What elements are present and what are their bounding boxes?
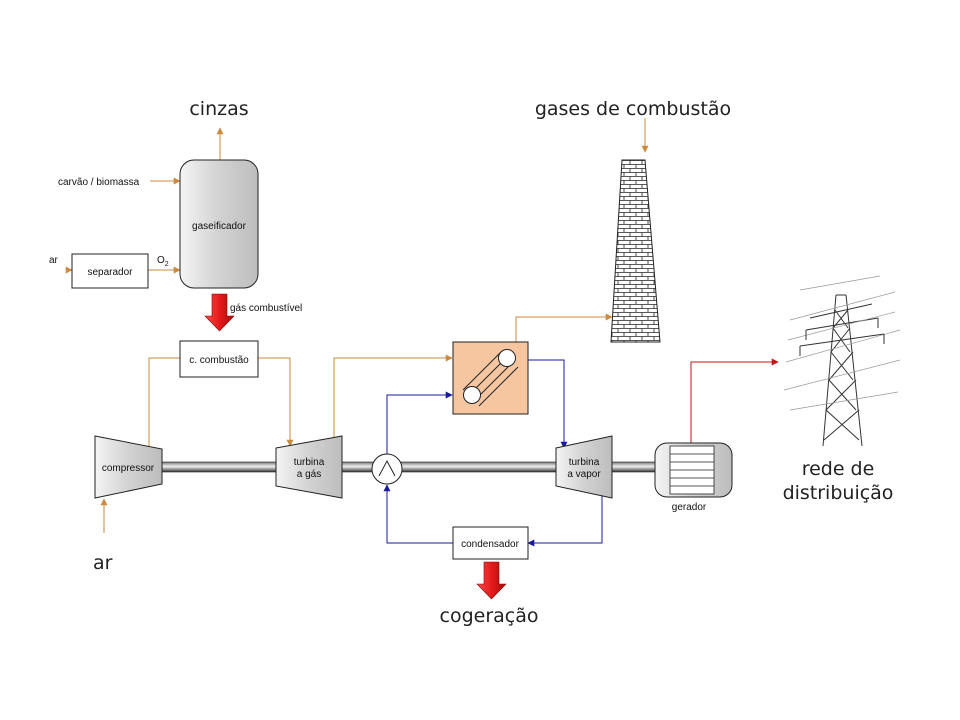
transmission-tower-icon [783,275,901,447]
grid-label-1: rede de [802,458,875,480]
combustor-box [179,340,259,378]
chimney [610,159,661,343]
gasifier-label: gaseificador [192,221,247,232]
fuel-gas-arrow [204,293,235,332]
gas-turbine [275,435,343,499]
water-steam-lines [383,359,603,547]
ash-label: cinzas [189,98,248,120]
steam-turbine-label-2: a vapor [567,469,601,480]
gasifier-vessel [179,159,259,289]
gas-turbine-label-2: a gás [297,469,321,480]
combustor-label: c. combustão [189,355,249,366]
steam-turbine-label-1: turbina [569,457,600,468]
shaft-left [161,461,279,473]
flue-gases-label: gases de combustão [535,98,731,120]
compressor-label: compressor [102,463,155,474]
generator [654,442,733,498]
fuel-input-label: carvão / biomassa [58,177,140,188]
separator-label: separador [87,267,133,278]
air-input-label-top: ar [49,255,59,266]
shaft-right [611,461,657,473]
oxygen-label: O2 [157,255,169,268]
generator-label: gerador [672,502,707,513]
cogeneration-label: cogeração [440,605,539,627]
grid-label-2: distribuição [783,482,894,504]
air-input-label-bottom: ar [93,552,113,574]
condenser-box [452,526,529,560]
separator-box [71,253,149,289]
fuel-gas-label: gás combustível [230,303,302,314]
pump [371,453,403,485]
compressor [94,435,163,499]
heat-recovery-steam-generator [452,341,529,415]
gas-turbine-label-1: turbina [294,457,325,468]
gas-flow-lines [65,127,613,533]
power-output-line [690,358,779,445]
cogeneration-arrow [476,561,507,600]
condenser-label: condensador [461,539,519,550]
steam-turbine [555,435,613,499]
pump-symbol [378,459,396,477]
